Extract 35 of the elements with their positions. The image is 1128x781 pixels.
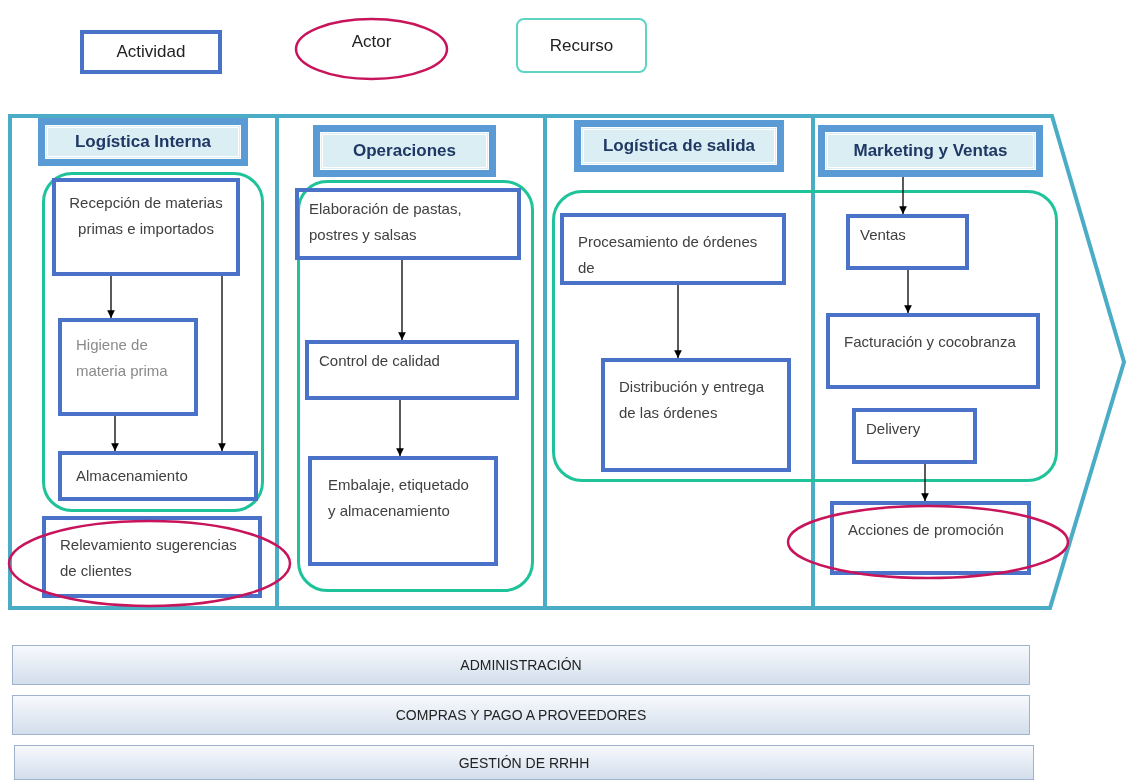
arrow bbox=[111, 415, 119, 452]
activity-box: Almacenamiento bbox=[58, 451, 258, 501]
arrow bbox=[921, 463, 929, 502]
activity-box: Ventas bbox=[846, 214, 969, 270]
activity-box: Recepción de materias primas e importados bbox=[52, 178, 240, 276]
resource-group-outline bbox=[297, 180, 534, 592]
stage-header: Marketing y Ventas bbox=[825, 132, 1036, 170]
support-activity-bar: ADMINISTRACIÓN bbox=[12, 645, 1030, 685]
resource-group-outline bbox=[42, 172, 264, 512]
arrow bbox=[904, 269, 912, 314]
activity-box: Distribución y entrega de las órdenes bbox=[601, 358, 791, 472]
arrow bbox=[218, 275, 226, 452]
legend-actor-ellipse: Actor bbox=[295, 18, 448, 80]
arrow bbox=[396, 399, 404, 457]
stage-header: Operaciones bbox=[320, 132, 489, 170]
activity-box: Elaboración de pastas, postres y salsas bbox=[295, 188, 521, 260]
support-activity-bar: GESTIÓN DE RRHH bbox=[14, 745, 1034, 780]
stage-header: Logística de salida bbox=[581, 127, 777, 165]
activity-box: Delivery bbox=[852, 408, 977, 464]
legend-resource-box: Recurso bbox=[516, 18, 647, 73]
actor-ellipse bbox=[787, 505, 1069, 579]
legend-activity-box: Actividad bbox=[80, 30, 222, 74]
arrow bbox=[398, 259, 406, 341]
support-activity-bar: COMPRAS Y PAGO A PROVEEDORES bbox=[12, 695, 1030, 735]
arrow bbox=[674, 284, 682, 359]
activity-box: Higiene de materia prima bbox=[58, 318, 198, 416]
actor-ellipse bbox=[8, 520, 291, 607]
activity-box: Facturación y cocobranza bbox=[826, 313, 1040, 389]
arrow bbox=[899, 176, 907, 215]
activity-box: Control de calidad bbox=[305, 340, 519, 400]
activity-box: Embalaje, etiquetado y almacenamiento bbox=[308, 456, 498, 566]
activity-box: Procesamiento de órdenes de bbox=[560, 213, 786, 285]
stage-header: Logística Interna bbox=[45, 125, 241, 159]
arrow bbox=[107, 275, 115, 319]
resource-group-outline bbox=[552, 190, 1058, 482]
